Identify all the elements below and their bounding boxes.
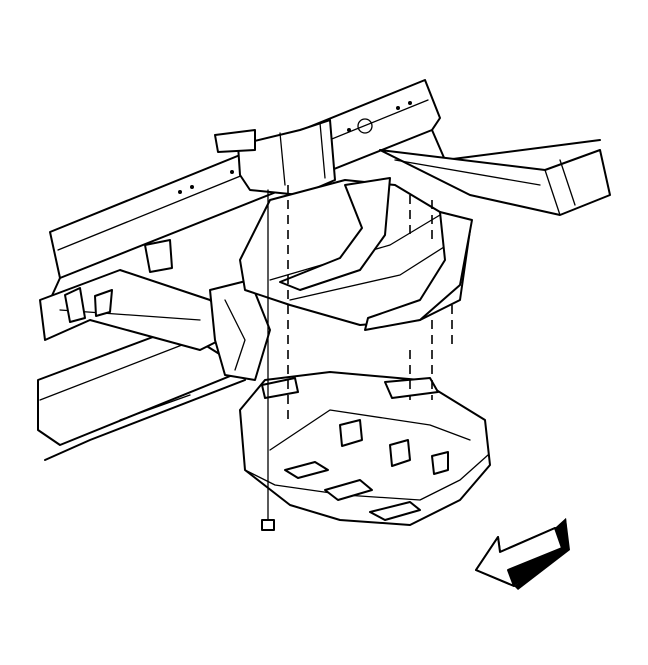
frame-crossmember bbox=[379, 149, 611, 216]
direction-arrow-icon bbox=[475, 518, 570, 590]
frame-middle-member bbox=[39, 269, 241, 351]
bolt bbox=[261, 189, 275, 531]
upper-tank-shield bbox=[239, 177, 473, 331]
alignment-lines bbox=[287, 185, 453, 420]
skid-plate bbox=[239, 371, 491, 526]
frame-rail-lower bbox=[37, 324, 246, 461]
